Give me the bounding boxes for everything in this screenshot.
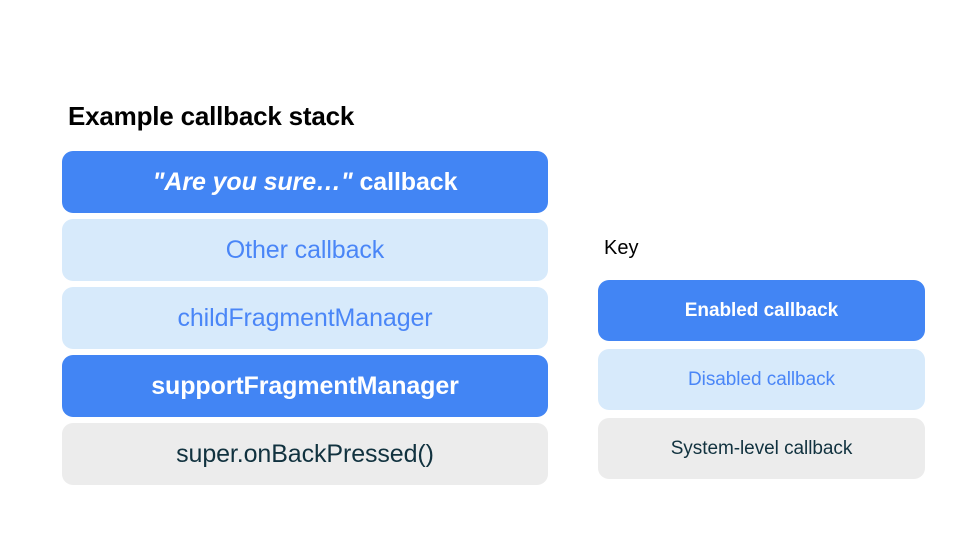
key-item-enabled-callback: Enabled callback (598, 280, 925, 341)
stack-item-label-plain: callback (352, 167, 458, 196)
stack-item-support-fragment-manager[interactable]: supportFragmentManager (62, 355, 548, 417)
stack-item-label: supportFragmentManager (151, 371, 459, 400)
key-item-disabled-callback: Disabled callback (598, 349, 925, 410)
key-item-system-level-callback: System-level callback (598, 418, 925, 479)
key-title: Key (604, 237, 639, 259)
stack-item-super-onbackpressed[interactable]: super.onBackPressed() (62, 423, 548, 485)
stack-item-label-quoted: "Are you sure…" (152, 167, 353, 196)
stack-item-label: super.onBackPressed() (176, 439, 434, 468)
stack-item-child-fragment-manager[interactable]: childFragmentManager (62, 287, 548, 349)
key-item-label: Disabled callback (687, 369, 835, 390)
stack-item-label: "Are you sure…" callback (152, 167, 458, 196)
key-legend-panel: Key Enabled callback Disabled callback S… (598, 235, 925, 479)
key-item-label: Enabled callback (684, 300, 839, 321)
stack-item-label: childFragmentManager (177, 303, 433, 332)
stack-title: Example callback stack (68, 101, 355, 131)
key-item-label: System-level callback (670, 438, 853, 459)
stack-item-are-you-sure[interactable]: "Are you sure…" callback (62, 151, 548, 213)
stack-item-label: Other callback (225, 235, 385, 264)
stack-item-other-callback[interactable]: Other callback (62, 219, 548, 281)
key-legend-list: Enabled callback Disabled callback Syste… (598, 280, 925, 479)
callback-stack-panel: Example callback stack "Are you sure…" c… (62, 98, 548, 485)
callback-stack-list: "Are you sure…" callback Other callback … (62, 151, 548, 485)
